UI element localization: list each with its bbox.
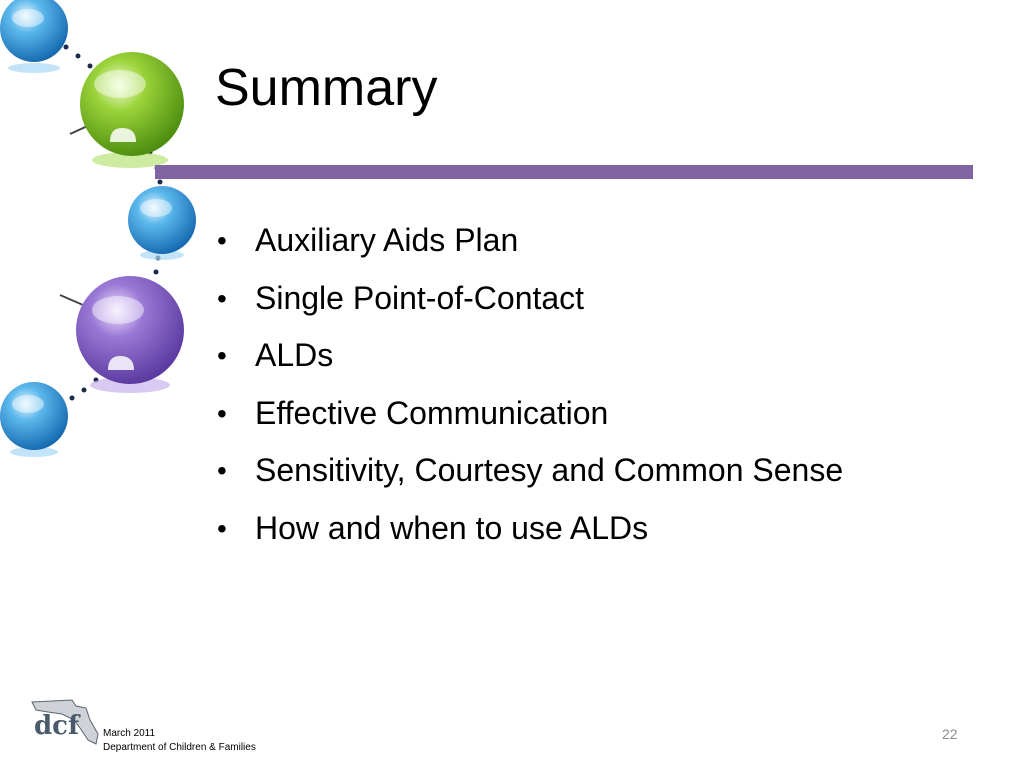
list-item: • How and when to use ALDs xyxy=(215,500,975,558)
bullet-text: Effective Communication xyxy=(255,394,609,431)
bullet-text: Single Point-of-Contact xyxy=(255,279,585,316)
bullet-icon: • xyxy=(217,455,227,486)
list-item: • Auxiliary Aids Plan xyxy=(215,212,975,270)
list-item: • Effective Communication xyxy=(215,385,975,443)
list-item: • Sensitivity, Courtesy and Common Sense xyxy=(215,442,975,500)
decorative-spheres-graphic xyxy=(0,0,196,457)
bullet-list: • Auxiliary Aids Plan • Single Point-of-Co… xyxy=(215,212,975,557)
logo-letters: dcf xyxy=(34,711,81,741)
slide-title: Summary xyxy=(215,59,438,117)
bullet-text: Sensitivity, Courtesy and Common Sense xyxy=(255,452,844,488)
footer-date: March 2011 xyxy=(103,728,156,739)
bullet-text: ALDs xyxy=(255,337,334,373)
bullet-icon: • xyxy=(217,397,227,429)
page-number: 22 xyxy=(942,726,958,742)
footer-department: Department of Children & Families xyxy=(103,742,256,753)
bullet-icon: • xyxy=(217,282,227,314)
bullet-text: How and when to use ALDs xyxy=(255,509,649,546)
dcf-logo: dcf xyxy=(31,699,99,745)
bullet-icon: • xyxy=(217,512,227,544)
bullet-icon: • xyxy=(217,340,227,371)
list-item: • Single Point-of-Contact xyxy=(215,270,975,328)
bullet-icon: • xyxy=(217,225,227,256)
title-divider xyxy=(155,165,973,179)
list-item: • ALDs xyxy=(215,327,975,385)
bullet-text: Auxiliary Aids Plan xyxy=(255,222,519,258)
